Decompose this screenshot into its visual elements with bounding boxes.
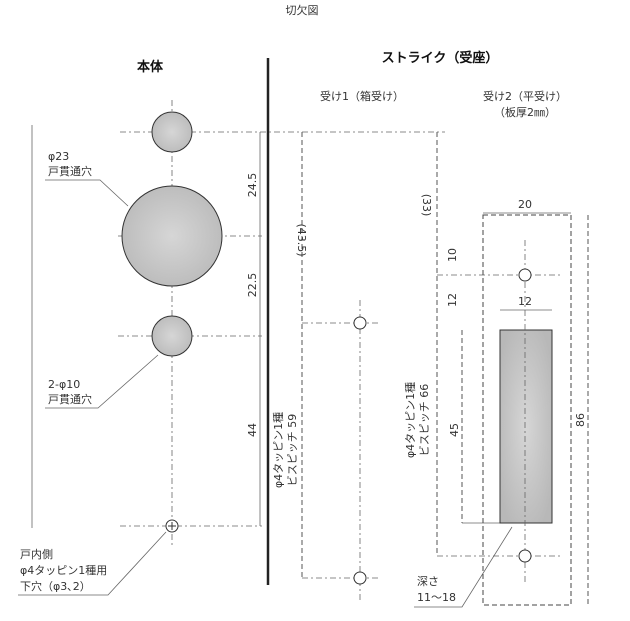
- drawing-title: 切欠図: [286, 3, 319, 17]
- strike2-screw-note-1: φ4タッピン1種: [403, 382, 417, 458]
- pilot-note-1: 戸内側: [20, 547, 53, 561]
- dim-24-5: 24.5: [246, 173, 259, 198]
- hole-small-size: 2-φ10: [48, 378, 80, 391]
- strike1-dim-total: (43.5): [295, 223, 308, 256]
- strike2-outline: [482, 214, 572, 606]
- hole-large-size: φ23: [48, 150, 69, 163]
- hole-small-bottom: [151, 315, 193, 357]
- strike2-dim-top: 10: [446, 248, 459, 262]
- strike2-dim-offset: (33): [420, 194, 433, 217]
- hole-small-note: 戸貫通穴: [48, 392, 92, 406]
- hole-small-top: [151, 111, 193, 153]
- strike2-dim-gap: 12: [446, 293, 459, 307]
- strike1-screw-hole-bottom: [353, 571, 367, 585]
- strike1-screw-note-2: ビスピッチ 59: [286, 414, 299, 487]
- depth-label: 深さ: [417, 575, 439, 588]
- strike2-dim-total: 86: [574, 413, 587, 427]
- strike1-label: 受け1（箱受け）: [320, 89, 404, 103]
- body-heading: 本体: [137, 59, 164, 75]
- strike2-screw-hole-bottom: [518, 549, 532, 563]
- strike2-dim-width-outer: 20: [518, 198, 532, 211]
- strike2-screw-hole-top: [518, 268, 532, 282]
- strike2-dim-height: 45: [448, 423, 461, 437]
- strike2-screw-note-2: ビスピッチ 66: [418, 384, 431, 457]
- depth-value: 11～18: [417, 591, 456, 604]
- strike-heading: ストライク（受座）: [382, 50, 499, 66]
- pilot-note-3: 下穴（φ3､2）: [20, 579, 91, 593]
- strike2-sublabel: （板厚2㎜）: [494, 105, 556, 119]
- hole-large: [121, 185, 223, 287]
- dim-44: 44: [246, 423, 259, 437]
- strike1-screw-note-1: φ4タッピン1種: [271, 412, 285, 488]
- strike2-label: 受け2（平受け）: [483, 90, 567, 103]
- strike1-screw-hole-top: [353, 316, 367, 330]
- hole-large-note: 戸貫通穴: [48, 164, 92, 178]
- dim-22-5: 22.5: [246, 273, 259, 298]
- strike2-opening: [499, 329, 553, 524]
- pilot-note-2: φ4タッピン1種用: [20, 563, 107, 577]
